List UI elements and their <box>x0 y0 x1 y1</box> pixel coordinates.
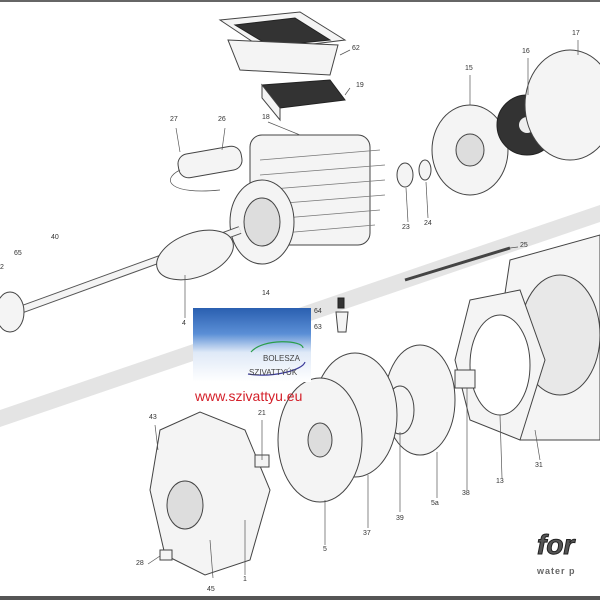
part-label: 16 <box>522 48 530 55</box>
website-link[interactable]: www.szivattyu.eu <box>195 388 303 404</box>
capacitor <box>177 145 243 179</box>
washer-23 <box>396 162 414 188</box>
part-label: 5 <box>323 546 327 553</box>
part-label: 26 <box>218 116 226 123</box>
terminal-cover-top <box>233 17 332 47</box>
rotor <box>156 229 234 281</box>
plug-28 <box>159 549 173 561</box>
capacitor-wire <box>170 169 221 192</box>
tie-rod <box>404 246 511 282</box>
part-64 <box>337 297 345 309</box>
washer-24 <box>418 159 432 181</box>
part-label: 18 <box>262 114 270 121</box>
part-label: 37 <box>363 530 371 537</box>
brand-subtitle: SZIVATTYÚK <box>249 368 298 377</box>
part-label: 64 <box>314 308 322 315</box>
brand-name: BOLESZA <box>263 354 300 363</box>
terminal-box-side <box>261 83 281 122</box>
part-label: 2 <box>0 264 4 271</box>
front-cover <box>149 411 271 576</box>
fan-cover <box>524 49 600 161</box>
part-label: 23 <box>402 224 410 231</box>
part-label: 31 <box>535 462 543 469</box>
bottom-border <box>0 596 600 600</box>
seal-plate-opening <box>469 314 531 416</box>
motor-bore <box>243 197 281 247</box>
terminal-gasket <box>227 39 339 76</box>
top-border <box>0 0 600 2</box>
part-label: 1 <box>243 576 247 583</box>
part-label: 27 <box>170 116 178 123</box>
part-label: 4 <box>182 320 186 327</box>
part-label: 45 <box>207 586 215 593</box>
part-label: 5a <box>431 500 439 507</box>
water-splash-image: BOLESZA SZIVATTYÚK <box>193 308 311 382</box>
part-label: 19 <box>356 82 364 89</box>
part-label: 43 <box>149 414 157 421</box>
part-label: 25 <box>520 242 528 249</box>
part-label: 65 <box>14 250 22 257</box>
part-label: 38 <box>462 490 470 497</box>
part-label: 14 <box>262 290 270 297</box>
part-label: 15 <box>465 65 473 72</box>
bearing <box>0 291 25 333</box>
part-label: 39 <box>396 515 404 522</box>
brand-swoosh-icon <box>247 341 306 376</box>
part-label: 17 <box>572 30 580 37</box>
part-label: 21 <box>258 410 266 417</box>
logo-tagline: water p <box>537 566 576 576</box>
inlet-port <box>166 480 204 530</box>
bracket-hub <box>455 133 485 167</box>
part-label: 40 <box>51 234 59 241</box>
part-label: 62 <box>352 45 360 52</box>
impeller-hub <box>307 422 333 458</box>
part-label: 63 <box>314 324 322 331</box>
part-label: 28 <box>136 560 144 567</box>
part-63 <box>335 311 349 333</box>
part-label: 24 <box>424 220 432 227</box>
mechanical-seal <box>454 369 476 389</box>
foras-logo: for <box>536 529 575 560</box>
leader-lines <box>147 40 579 579</box>
part-label: 13 <box>496 478 504 485</box>
